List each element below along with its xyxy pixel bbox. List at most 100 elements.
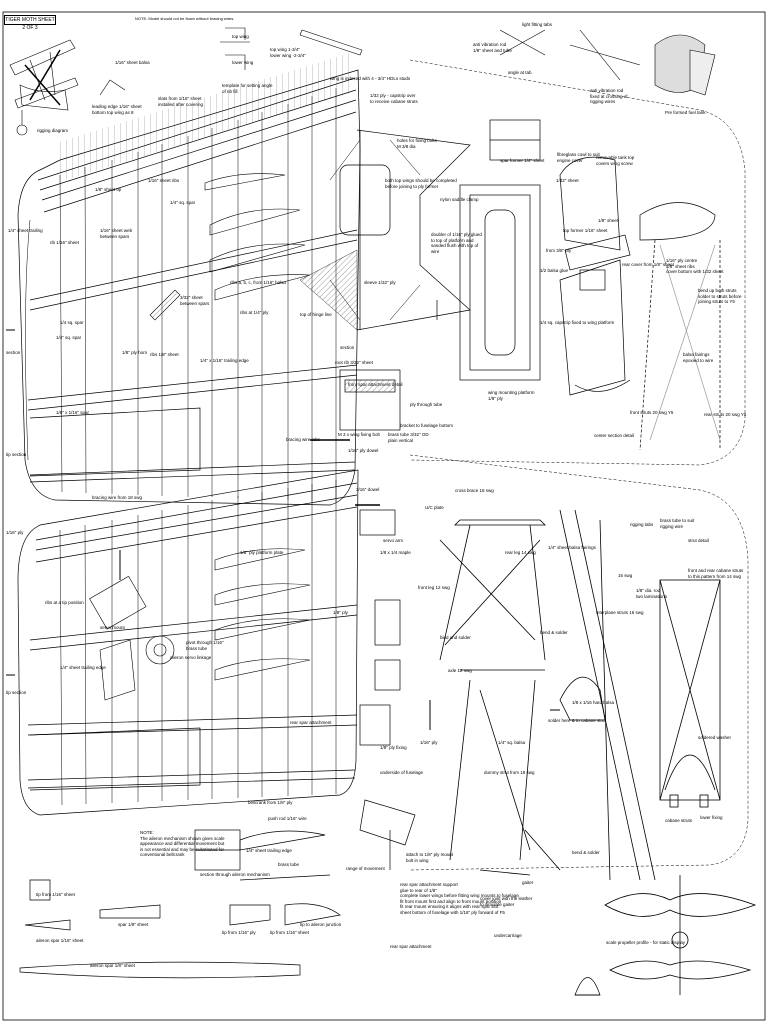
label-rear-leg: rear leg 14 swg: [505, 550, 536, 555]
label-join-strut: 1/8 x 1/16 hard balsa: [572, 700, 615, 705]
label-aileron-pushrod: bellcrank from 1/8" ply: [248, 800, 293, 805]
label-brass-solder: brass tube to suit rigging wire: [660, 518, 695, 529]
sheet-title: TIGER MOTH SHEET 2 OF 3: [4, 15, 56, 31]
label-tip-form2: tip from 1/16" sheet: [270, 930, 309, 935]
label-tank-bay: 1/8" sheet: [598, 218, 619, 223]
cabane-frame: [659, 579, 721, 808]
label-lower-wing-le: 1/4" sq. spar: [56, 335, 82, 340]
label-solder-washer: soldered washer: [698, 735, 732, 740]
label-wire-bracing: bracing wire from 18 swg: [92, 495, 143, 500]
label-pre-formed: Pre formed fuel tank: [665, 110, 706, 115]
label-wing-tip: 1/8" sheet tip: [95, 187, 122, 192]
centre-section-wing: [639, 202, 721, 451]
label-u-c-plate: U/C plate: [425, 505, 444, 510]
label-removable: removable tank top covers wing screw: [596, 155, 635, 166]
label-rib-tapes: ribs at 1/4" ply: [240, 310, 269, 315]
label-slats: slats from 1/16" sheet installed after c…: [158, 96, 204, 107]
label-front-struts: front struts 20 swg Y5: [630, 410, 674, 415]
label-push-rods: bend up both struts solder to struts bef…: [698, 288, 742, 304]
label-template: template for setting angle of rib fill: [222, 83, 273, 94]
label-aileron-horn: 1/8" ply horn: [122, 350, 148, 355]
label-sleeve: sleeve 1/32" ply: [364, 280, 396, 285]
label-ribs-note: ribs 1/8" sheet: [150, 352, 179, 357]
wing-platform: [459, 119, 541, 381]
label-tip-laminate: tip to aileron junction: [300, 922, 342, 927]
label-gaiter: gaiter: [522, 880, 534, 885]
label-center-section: center section detail: [594, 433, 635, 438]
rib-profiles-lower: [89, 548, 311, 701]
label-aileron-note: NOTE: The aileron mechanism shown gives …: [140, 830, 225, 857]
label-lower-attach: lower fixing: [700, 815, 723, 820]
top-small-details: [99, 27, 363, 96]
label-bracket: bracket to fuselage bottom: [400, 423, 454, 428]
label-wing-bolt2: 1/8" ply fixing: [380, 745, 407, 750]
propeller: [604, 875, 757, 995]
label-l-edge-spar: 1/4" sheet trailing: [8, 228, 43, 233]
label-rib-sections: ribs a, b, c, from 1/16" balsa: [230, 280, 286, 285]
label-wingbolt-sections: section through aileron mechanism: [200, 872, 270, 877]
label-rigging-diagram: rigging diagram: [37, 128, 69, 133]
label-fibreglass: fibreglass cowl to suit engine cover: [557, 152, 600, 163]
label-brass-tube2: brass tube 3/32" OD plain vertical: [388, 432, 429, 443]
label-join-note: 1/32 ply - capstrip over to receive caba…: [370, 93, 418, 104]
label-strut-dims: top wing 1-3/4" lower wing -2-3/4": [270, 47, 306, 58]
mid-fittings: [310, 369, 401, 746]
label-light-strip: light fitting tabs: [522, 22, 553, 27]
label-servo-mount: servo mount: [100, 625, 125, 630]
label-wing-mount: wing mounting platform 1/8" ply: [488, 390, 535, 401]
top-wing-plan: [17, 52, 361, 506]
label-pushrod: push rod 1/16" wire: [268, 816, 307, 821]
label-root-plate: 1/8" ply: [333, 610, 348, 615]
bottom-parts: [19, 879, 341, 979]
label-aileron-hinge: 1/8" x 1/16" spar: [56, 410, 89, 415]
label-anti-vibration2: anti vibration rod fixed at crossing of …: [590, 88, 628, 104]
label-root-rib: root rib 3/32" sheet: [335, 360, 373, 365]
label-hinge-pos: top of hinge line: [300, 312, 332, 317]
label-wing-bolt: M 3 x wing fixing bolt: [338, 432, 380, 437]
label-top-block: 1/32" sheet: [556, 178, 579, 183]
spinner: [574, 977, 601, 996]
label-cross-brace: cross brace 18 swg: [455, 488, 494, 493]
label-spar-former: spar former 1/4" sheet: [500, 158, 545, 163]
label-undercarriage: undercarriage: [494, 933, 522, 938]
undercarriage: [439, 519, 561, 876]
label-axle: axle 12 swg: [448, 668, 472, 673]
fuselage-outline: [409, 59, 749, 871]
label-angle-tab: angle at tab: [508, 70, 532, 75]
label-bottom-tip: tip from 1/16" sheet: [36, 892, 75, 897]
label-tip-ribs: 3/32" sheet between spars: [180, 295, 210, 306]
label-ply-plate: ply through tube: [410, 402, 443, 407]
sheet-border: [2, 11, 766, 1021]
label-rigging-tabs: rigging tabs: [630, 522, 654, 527]
label-mounting: 1/8 x 1/4 maple: [380, 550, 411, 555]
label-section-2: section: [340, 345, 355, 350]
label-main-strut: 16 swg: [618, 573, 633, 578]
label-tip-form: tip from 1/16" ply: [222, 930, 256, 935]
label-rear-spar-attach: rear spar attachment: [290, 720, 332, 725]
fuel-tank: [654, 34, 716, 96]
label-bolt-plate: attach to 1/8" ply mount bolt in wing: [406, 852, 454, 863]
label-lower-wing: lower wing: [232, 60, 254, 65]
sheet-note: NOTE: Model should not be flown without …: [135, 16, 235, 21]
label-centre-section-ply: 1/16" ply centre 1/8" sheet ribs cover b…: [666, 258, 724, 274]
label-rear-spar-detail: rear spar attachment: [390, 944, 432, 949]
label-balsa-cap: 1/2 balsa glue: [540, 268, 569, 273]
label-dowel: 3/16" dowel: [356, 487, 380, 492]
biplane-thumbnail: [9, 39, 79, 136]
rigging-cross-top: [499, 29, 641, 81]
label-rib-template: rib 1/16" sheet: [50, 240, 79, 245]
label-front-spar: front spar attachment detail: [348, 382, 403, 387]
label-tie-wire: bind and solder: [440, 635, 471, 640]
label-bottom-ply: 1/16" ply: [420, 740, 438, 745]
label-interplane: interplane struts 16 swg: [596, 610, 644, 615]
label-trailing-edge: 1/4" x 1/16" trailing edge: [200, 358, 249, 363]
label-underside-fuselage: underside of fuselage: [380, 770, 424, 775]
label-balsa-sheet: 1/16" sheet balsa: [115, 60, 150, 65]
label-servo-arm: servo arm: [383, 538, 404, 543]
label-tip-fillet: 1/16" sheet ribs: [148, 178, 180, 183]
label-sheet-trailing: 1/4" sheet trailing edge: [60, 665, 106, 670]
label-aileron: aileron spar 1/8" sheet: [90, 963, 135, 968]
label-top-wing: top wing: [232, 34, 249, 39]
aileron-mechanism: [194, 799, 416, 881]
label-balsa-leg: 1/4" sq. balsa: [498, 740, 526, 745]
